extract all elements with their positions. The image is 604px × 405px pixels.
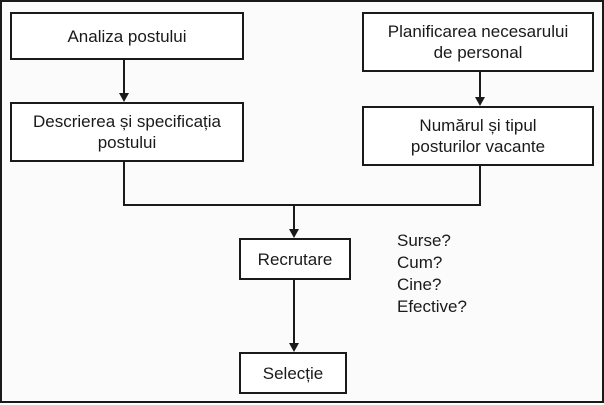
box-descrierea-postului: Descrierea și specificația postului bbox=[10, 102, 244, 162]
box-recrutare-label: Recrutare bbox=[257, 249, 333, 269]
box-selectie: Selecție bbox=[239, 352, 347, 394]
question-efective: Efective? bbox=[397, 297, 467, 316]
recruitment-questions: Surse? Cum? Cine? Efective? bbox=[397, 230, 467, 318]
box-planificarea-label-line1: Planificarea necesarului bbox=[387, 22, 569, 41]
merge-connector bbox=[123, 162, 481, 206]
arrowhead-numarul bbox=[475, 97, 485, 106]
box-analiza-postului: Analiza postului bbox=[10, 12, 244, 60]
box-descrierea-label-line1: Descrierea și specificația bbox=[32, 112, 221, 131]
question-surse: Surse? bbox=[397, 231, 451, 250]
box-selectie-label: Selecție bbox=[262, 363, 324, 383]
box-recrutare: Recrutare bbox=[239, 238, 351, 280]
box-numarul-posturilor: Numărul și tipul posturilor vacante bbox=[362, 106, 594, 166]
box-numarul-label-line1: Numărul și tipul bbox=[419, 116, 537, 135]
arrowhead-descrierea bbox=[119, 93, 129, 102]
arrowhead-selectie bbox=[289, 343, 299, 352]
box-descrierea-label-line2: postului bbox=[97, 133, 157, 152]
box-analiza-label: Analiza postului bbox=[67, 26, 187, 46]
question-cum: Cum? bbox=[397, 253, 443, 272]
box-planificarea-label-line2: de personal bbox=[433, 43, 523, 62]
box-numarul-label-line2: posturilor vacante bbox=[410, 137, 546, 156]
box-planificarea-necesarului: Planificarea necesarului de personal bbox=[362, 12, 594, 72]
question-cine: Cine? bbox=[397, 275, 442, 294]
arrowhead-recrutare bbox=[289, 229, 299, 238]
